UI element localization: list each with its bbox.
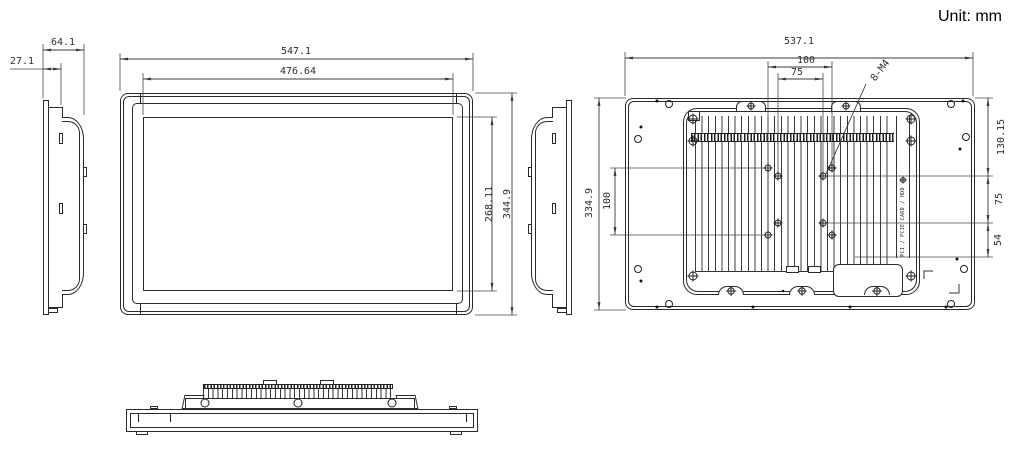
dim-rear-mount-holes: 8-M4	[868, 57, 893, 84]
rear-fin-bottom-tab	[808, 266, 821, 273]
dim-front-display-height: 268.11	[484, 185, 495, 223]
dim-front-total-width: 547.1	[280, 46, 312, 57]
rear-bottom-mount-bump	[718, 286, 744, 295]
side-right-heatsink	[531, 117, 553, 295]
side-left-connector-bump	[83, 224, 87, 234]
front-corner-tick	[456, 304, 457, 315]
front-corner-tick	[140, 93, 141, 104]
side-right-tab	[552, 203, 556, 214]
side-left-tab	[59, 133, 63, 144]
top-body-inner	[130, 413, 474, 428]
rear-bottom-mount-bump	[864, 286, 890, 295]
top-fin-tab	[320, 380, 334, 385]
top-body-bump	[150, 406, 158, 409]
front-chassis	[120, 93, 473, 315]
dim-side-total-depth: 64.1	[50, 37, 76, 48]
front-display-area	[143, 117, 453, 291]
front-bezel	[132, 103, 463, 304]
top-fin-tab	[263, 380, 277, 385]
front-corner-tick	[140, 304, 141, 315]
side-right-connector-bump	[528, 167, 532, 177]
dim-side-body-depth: 27.1	[9, 56, 35, 67]
dim-rear-vesa-width-75: 75	[790, 67, 804, 78]
top-foot	[136, 431, 148, 435]
top-foot	[450, 431, 462, 435]
dim-rear-top-to-vesa: 130.15	[996, 118, 1007, 156]
rear-top-clamp	[736, 101, 766, 111]
side-left-tab	[59, 203, 63, 214]
rear-expansion-slot-label: PCI / PCIE CARD / HDD	[900, 187, 906, 257]
side-left-foot	[48, 308, 58, 313]
top-heatsink-fins	[203, 389, 393, 398]
front-chassis-edge	[123, 96, 470, 312]
top-body-tick	[138, 414, 139, 422]
rear-top-clamp	[831, 101, 861, 111]
front-corner-tick	[456, 93, 457, 104]
top-body-tick	[466, 414, 467, 422]
unit-label: Unit: mm	[938, 8, 1002, 25]
side-right-foot	[557, 308, 567, 313]
top-body-bump	[449, 406, 457, 409]
side-right-heatsink-contour	[535, 121, 553, 291]
rear-expansion-strip	[896, 116, 910, 258]
dim-rear-vesa-height-100: 100	[602, 191, 613, 211]
side-right-connector-bump	[528, 224, 532, 234]
dim-front-total-height: 344.9	[502, 188, 513, 220]
dim-rear-vesa-width-100: 100	[796, 55, 816, 66]
dim-rear-total-height: 334.9	[584, 187, 595, 219]
dim-rear-vesa-to-bottom: 54	[993, 233, 1004, 247]
dim-rear-total-width: 537.1	[783, 36, 815, 47]
top-heatsink-coil	[203, 384, 393, 389]
rear-fin-clamp-band	[691, 133, 894, 142]
rear-bottom-mount-bump	[789, 286, 815, 295]
rear-heatsink-corner-cutout	[688, 111, 700, 121]
side-right-tab	[552, 133, 556, 144]
top-body	[126, 409, 478, 432]
side-left-heatsink-contour	[62, 121, 80, 291]
side-left-connector-bump	[83, 167, 87, 177]
dim-front-display-width: 476.64	[279, 66, 317, 77]
rear-chassis-inner	[628, 101, 972, 307]
rear-fin-bottom-tab	[786, 266, 799, 273]
top-body-tick	[170, 414, 171, 422]
side-left-heatsink	[62, 117, 84, 295]
top-heatsink-plate	[185, 398, 415, 409]
